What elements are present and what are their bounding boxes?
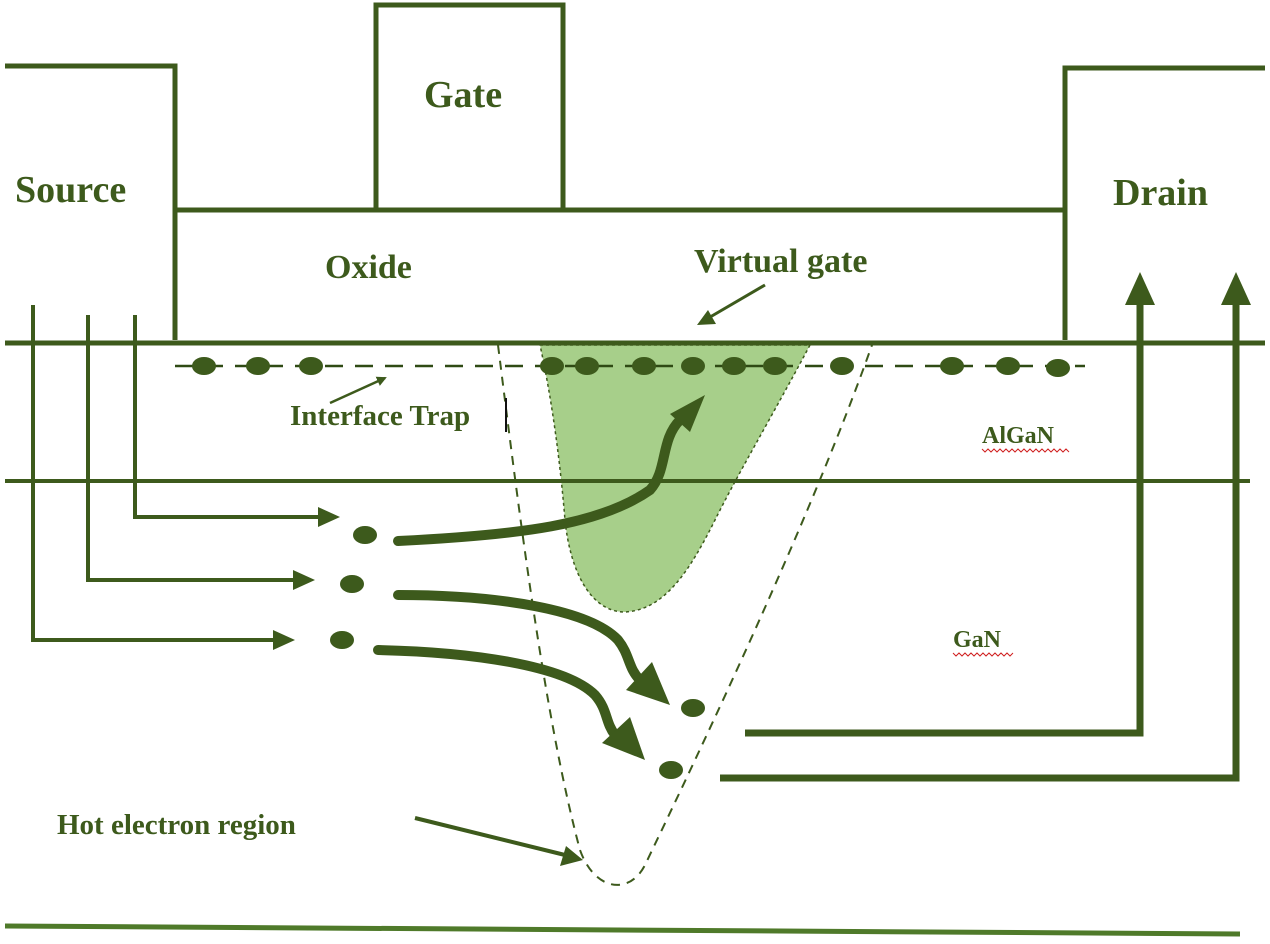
virtual-gate-pointer: [704, 283, 766, 322]
hot-electron-label: Hot electron region: [57, 809, 296, 841]
trap-dot: [830, 357, 854, 375]
electron: [330, 631, 354, 649]
algan-label: AlGaN: [982, 423, 1055, 449]
electron: [681, 699, 705, 717]
virtual-gate-region: [539, 344, 812, 613]
hot-electron-pointer-head: [560, 846, 583, 866]
interface-trap-pointer: [329, 376, 387, 405]
trap-dot: [246, 357, 270, 375]
electron: [659, 761, 683, 779]
electrons: [330, 526, 705, 779]
drain-arrowhead-1: [1125, 272, 1155, 305]
trapping-arrowhead: [670, 395, 705, 432]
spellcheck-underline-algan: [981, 448, 1070, 453]
drain-path-1: [745, 300, 1144, 737]
spellcheck-underline-gan: [952, 652, 1014, 657]
trap-dot: [540, 357, 564, 375]
gan-label: GaN: [953, 627, 1002, 653]
injection-line-2: [86, 315, 295, 582]
hot-electron-arrowhead-2: [602, 717, 645, 760]
injection-arrowhead-2: [293, 570, 315, 590]
source-label: Source: [15, 169, 126, 211]
source-injection-lines: [31, 305, 340, 650]
trap-dot: [299, 357, 323, 375]
electron: [353, 526, 377, 544]
trap-dot: [1046, 359, 1070, 377]
hot-electron-arrowhead-1: [626, 662, 670, 705]
trap-dot: [940, 357, 964, 375]
trap-dot: [632, 357, 656, 375]
hot-electron-arrow-1: [393, 590, 645, 685]
injection-line-3: [31, 305, 275, 642]
trap-dot: [681, 357, 705, 375]
drain-collection-lines: [720, 300, 1240, 782]
drain-contact: [1062, 65, 1265, 340]
bottom-line: [4, 923, 1241, 937]
hot-electron-region: [497, 344, 873, 886]
electron: [340, 575, 364, 593]
hot-electron-pointer: [414, 816, 566, 857]
virtual-gate-pointer-head: [697, 310, 716, 325]
hot-electron-arrow-2: [373, 645, 620, 740]
drain-label: Drain: [1113, 172, 1208, 214]
trap-dot: [192, 357, 216, 375]
injection-arrowhead-3: [273, 630, 295, 650]
gate-label: Gate: [424, 74, 502, 116]
trapping-arrow: [393, 415, 685, 546]
virtual-gate-label: Virtual gate: [694, 243, 867, 280]
source-contact: [5, 63, 178, 340]
drain-arrowhead-2: [1221, 272, 1251, 305]
injection-line-1: [133, 315, 320, 519]
interface-trap-label: Interface Trap: [290, 400, 470, 432]
drain-path-2: [720, 300, 1240, 782]
oxide-label: Oxide: [325, 249, 412, 286]
injection-arrowhead-1: [318, 507, 340, 527]
trap-dot: [575, 357, 599, 375]
trap-dot: [996, 357, 1020, 375]
trap-dot: [763, 357, 787, 375]
interface-trap-dots: [192, 357, 1070, 377]
trap-dot: [722, 357, 746, 375]
